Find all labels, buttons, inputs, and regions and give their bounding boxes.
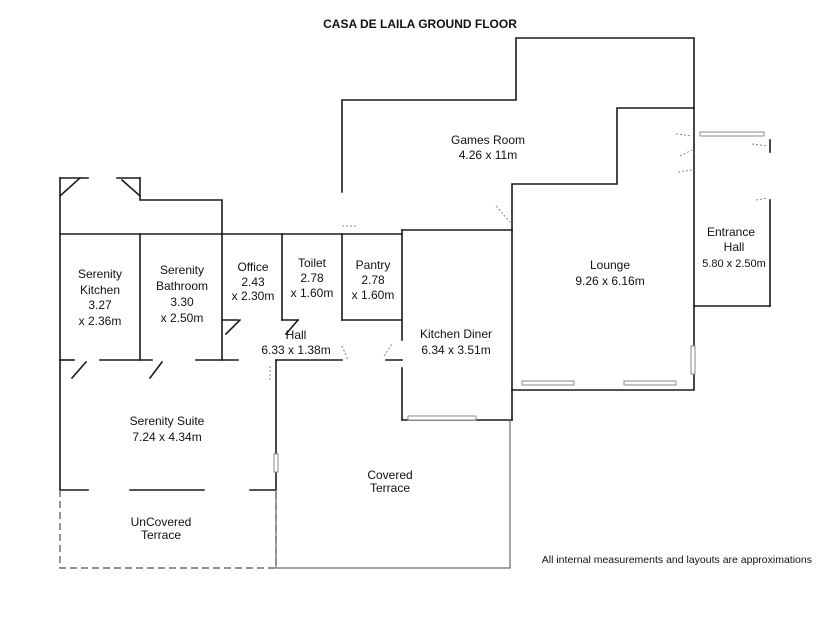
- serenity-suite-name: Serenity Suite: [130, 414, 205, 428]
- pantry-size-1: 2.78: [361, 273, 385, 287]
- lounge-size: 9.26 x 6.16m: [575, 274, 644, 288]
- room-office: Office 2.43 x 2.30m: [232, 260, 275, 303]
- room-hall: Hall 6.33 x 1.38m: [261, 328, 330, 357]
- uncovered-terrace-outline: [59, 490, 277, 569]
- pantry-size-2: x 1.60m: [352, 288, 395, 302]
- office-name: Office: [237, 260, 268, 274]
- serenity-kitchen-name-1: Serenity: [78, 267, 122, 281]
- entrance-hall-name-2: Hall: [724, 240, 745, 254]
- room-covered-terrace: Covered Terrace: [367, 468, 412, 495]
- games-room-size: 4.26 x 11m: [459, 148, 517, 162]
- approximation-note: All internal measurements and layouts ar…: [542, 554, 812, 566]
- serenity-kitchen-size-1: 3.27: [88, 298, 112, 312]
- door-swings: [58, 133, 769, 382]
- serenity-kitchen-name-2: Kitchen: [80, 283, 120, 297]
- room-serenity-suite: Serenity Suite 7.24 x 4.34m: [130, 414, 205, 444]
- room-uncovered-terrace: UnCovered Terrace: [131, 515, 192, 542]
- serenity-bathroom-name-1: Serenity: [160, 263, 204, 277]
- serenity-bathroom-size-1: 3.30: [170, 295, 194, 309]
- pantry-name: Pantry: [356, 258, 391, 272]
- lounge-name: Lounge: [590, 258, 630, 272]
- hall-size: 6.33 x 1.38m: [261, 343, 330, 357]
- uncovered-terrace-name-1: UnCovered: [131, 515, 192, 529]
- entrance-hall-size: 5.80 x 2.50m: [702, 258, 766, 270]
- hall-name: Hall: [286, 328, 307, 342]
- room-games-room: Games Room 4.26 x 11m: [451, 133, 525, 162]
- room-serenity-kitchen: Serenity Kitchen 3.27 x 2.36m: [78, 267, 122, 328]
- toilet-name: Toilet: [298, 256, 327, 270]
- room-toilet: Toilet 2.78 x 1.60m: [291, 256, 334, 300]
- covered-terrace-name-1: Covered: [367, 468, 412, 482]
- room-entrance-hall: Entrance Hall 5.80 x 2.50m: [702, 225, 766, 270]
- uncovered-terrace-name-2: Terrace: [141, 528, 181, 542]
- kitchen-diner-size: 6.34 x 3.51m: [421, 343, 490, 357]
- walls: [59, 37, 771, 491]
- toilet-size-2: x 1.60m: [291, 286, 334, 300]
- toilet-size-1: 2.78: [300, 271, 324, 285]
- office-size-1: 2.43: [241, 275, 265, 289]
- entrance-hall-name-1: Entrance: [707, 225, 755, 239]
- serenity-bathroom-name-2: Bathroom: [156, 279, 208, 293]
- plan-title: CASA DE LAILA GROUND FLOOR: [323, 17, 517, 31]
- room-kitchen-diner: Kitchen Diner 6.34 x 3.51m: [420, 327, 492, 357]
- serenity-bathroom-size-2: x 2.50m: [161, 311, 204, 325]
- games-room-name: Games Room: [451, 133, 525, 147]
- office-size-2: x 2.30m: [232, 289, 275, 303]
- room-pantry: Pantry 2.78 x 1.60m: [352, 258, 395, 302]
- covered-terrace-name-2: Terrace: [370, 481, 410, 495]
- room-lounge: Lounge 9.26 x 6.16m: [575, 258, 644, 288]
- room-serenity-bathroom: Serenity Bathroom 3.30 x 2.50m: [156, 263, 208, 325]
- serenity-kitchen-size-2: x 2.36m: [79, 314, 122, 328]
- kitchen-diner-name: Kitchen Diner: [420, 327, 492, 341]
- windows: [273, 131, 765, 473]
- serenity-suite-size: 7.24 x 4.34m: [132, 430, 201, 444]
